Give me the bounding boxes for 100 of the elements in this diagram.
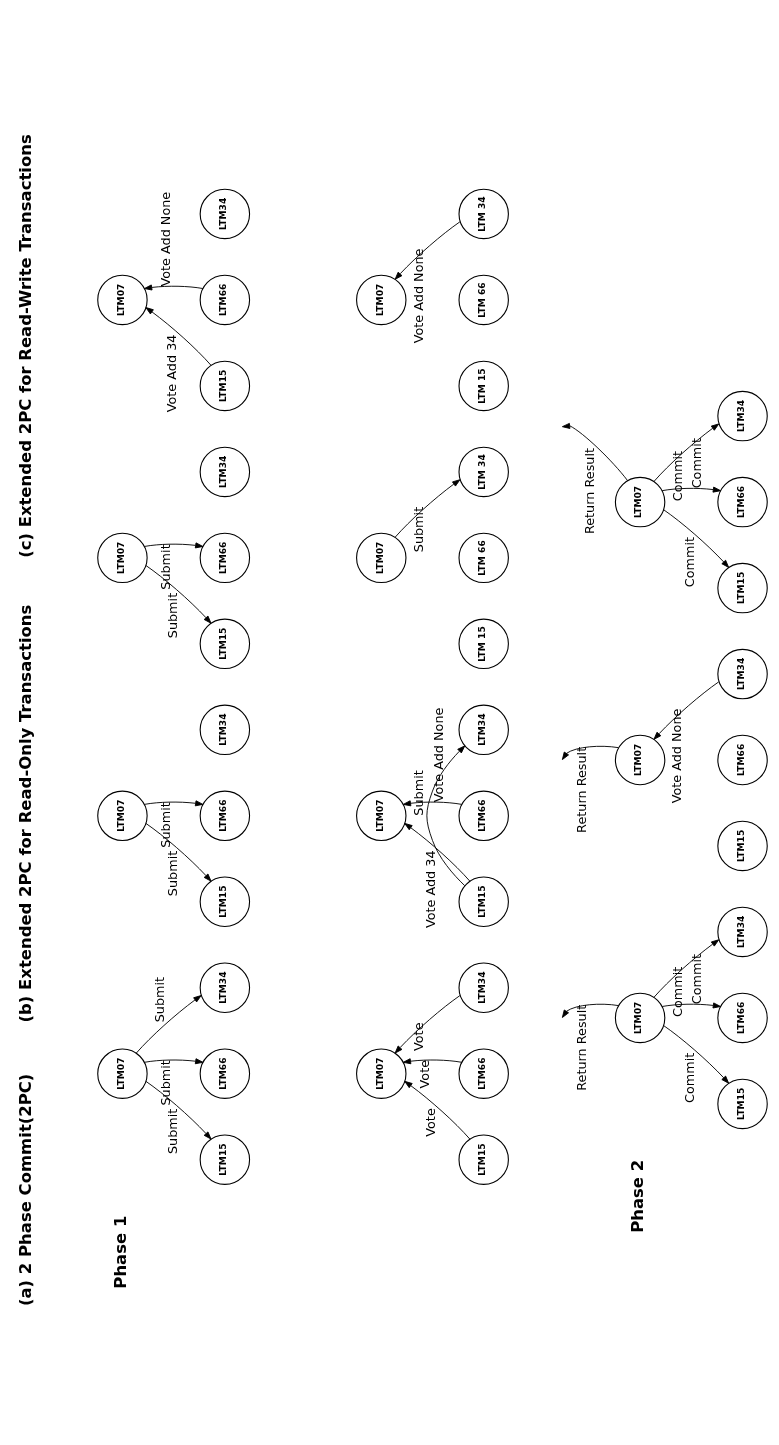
node-circle: LTM 34	[458, 446, 509, 498]
node-circle: LTM 66	[458, 274, 509, 326]
arrow	[402, 1058, 463, 1065]
arrow	[426, 745, 466, 887]
node-circle: LTM15	[717, 562, 768, 614]
node-circle: LTM66	[199, 532, 251, 584]
arrow	[144, 542, 204, 549]
edge-label: Vote Add None	[158, 191, 174, 287]
arrow	[404, 1080, 471, 1140]
node-circle: LTM15	[199, 618, 251, 670]
node-circle: LTM66	[458, 1048, 509, 1099]
node-circle: LTM34	[717, 390, 768, 442]
node-circle: LTM 15	[458, 360, 509, 412]
arrow	[404, 822, 471, 882]
node-circle: LTM34	[717, 648, 768, 700]
edge-label: Return Result	[573, 746, 589, 833]
arrow	[394, 479, 461, 538]
edge-label: Submit	[164, 1108, 180, 1155]
node-circle: LTM15	[717, 820, 768, 872]
node-circle: LTM07	[614, 992, 666, 1044]
node-circle: LTM34	[199, 188, 251, 240]
label: (c) Extended 2PC for Read-Write Transactions	[16, 134, 36, 558]
arrow	[561, 422, 629, 482]
arrow	[144, 800, 204, 807]
edge-label: Vote Add None	[669, 708, 685, 804]
node-circle: LTM07	[614, 734, 666, 786]
label: (b) Extended 2PC for Read-Only Transactions	[16, 604, 36, 1023]
arrow	[394, 995, 461, 1054]
node-circle: LTM34	[717, 906, 768, 958]
node-circle: LTM07	[356, 790, 407, 842]
node-circle: LTM15	[717, 1078, 768, 1130]
node-circle: LTM66	[717, 476, 768, 528]
arrow	[145, 565, 212, 624]
edge-label: Commit	[682, 536, 698, 588]
edge-label: Submit	[157, 544, 173, 590]
edge-label: Submit	[157, 1060, 173, 1106]
node-circle: LTM15	[199, 1134, 251, 1185]
edge-label: Vote Add 34	[423, 850, 439, 929]
arrow	[663, 1025, 730, 1084]
arrow	[661, 1002, 721, 1009]
edge-label: Commit	[669, 966, 685, 1017]
node-circle: LTM66	[199, 790, 251, 842]
edge-label: Return Result	[582, 448, 598, 535]
arrow	[561, 1003, 619, 1018]
arrow	[135, 995, 202, 1054]
edge-label: Submit	[151, 976, 167, 1023]
edge-label: Vote	[417, 1059, 433, 1089]
label: Phase 2	[628, 1159, 648, 1233]
edge-label: Submit	[164, 592, 180, 639]
edge-label: Submit	[411, 770, 427, 816]
arrow	[145, 822, 212, 882]
label: (a) 2 Phase Commit(2PC)	[16, 1073, 36, 1307]
edge-label: Submit	[157, 802, 173, 848]
node-circle: LTM66	[199, 1048, 251, 1099]
arrow	[144, 284, 204, 291]
edge-label: Commit	[689, 953, 705, 1005]
edge-label: Vote	[423, 1108, 439, 1137]
node-circle: LTM07	[97, 532, 148, 584]
node-circle: LTM 15	[458, 618, 509, 670]
edge-label: Vote Add 34	[164, 334, 180, 413]
node-circle: LTM66	[717, 992, 768, 1044]
arrow	[561, 745, 619, 761]
arrow	[653, 681, 720, 740]
arrow	[661, 486, 721, 493]
node-circle: LTM34	[458, 962, 509, 1013]
node-circle: LTM15	[199, 360, 251, 412]
node-circle: LTM34	[199, 704, 251, 756]
node-circle: LTM15	[199, 876, 251, 927]
node-circle: LTM07	[614, 476, 666, 528]
arrow	[402, 800, 463, 807]
edge-label: Return Result	[573, 1004, 589, 1091]
node-circle: LTM34	[199, 446, 251, 498]
node-circle: LTM07	[356, 532, 407, 584]
node-circle: LTM66	[199, 274, 251, 326]
node-circle: LTM66	[458, 790, 509, 842]
arrow	[145, 307, 212, 366]
edge-label: Vote Add None	[410, 248, 426, 344]
node-circle: LTM15	[458, 1134, 509, 1185]
node-circle: LTM 66	[458, 532, 509, 584]
edge-label: Commit	[682, 1052, 698, 1104]
edge-label: Submit	[410, 506, 426, 553]
arrow	[653, 939, 720, 998]
node-circle: LTM07	[356, 274, 407, 326]
edge-label: Vote	[410, 1022, 426, 1051]
arrow	[663, 509, 730, 568]
edge-label: Commit	[689, 438, 705, 489]
node-circle: LTM07	[356, 1048, 407, 1099]
node-circle: LTM07	[97, 1048, 148, 1099]
edge-label: Submit	[164, 850, 180, 897]
node-circle: LTM66	[717, 734, 768, 786]
node-circle: LTM07	[97, 274, 148, 326]
arrow	[145, 1080, 212, 1140]
node-circle: LTM 34	[458, 188, 509, 240]
node-circle: LTM34	[199, 962, 251, 1013]
arrow	[144, 1058, 204, 1065]
edge-label: Vote Add None	[430, 707, 446, 803]
node-circle: LTM07	[97, 790, 148, 842]
node-circle: LTM15	[458, 876, 509, 927]
label: Phase 1	[110, 1215, 130, 1289]
arrow	[394, 221, 461, 280]
